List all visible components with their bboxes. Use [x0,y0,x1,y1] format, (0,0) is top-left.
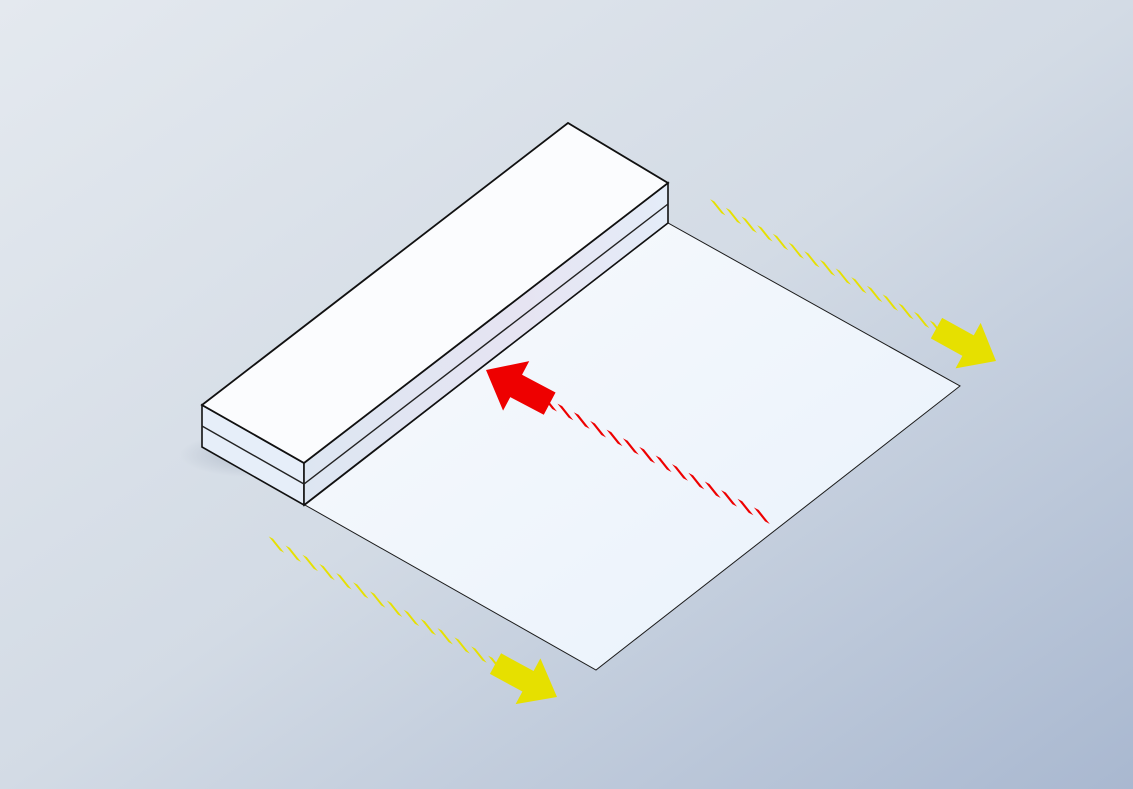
arrow-dash [471,646,487,663]
arrow-dash [753,507,770,524]
arrow-dash [835,268,852,285]
arrow-dash [302,554,318,572]
arrow-dash [573,412,590,429]
arrow-layer [268,199,996,705]
arrow-dash [557,403,574,421]
arrow-dash [772,233,789,251]
arrow-dash [741,216,757,233]
arrow-dash [655,455,672,473]
arrow-dash [882,294,899,311]
arrow-dash [725,207,742,225]
arrow-dash [622,438,639,455]
arrow-dash [898,303,914,320]
arrow-dash [403,609,420,627]
arrow-dash [285,545,302,562]
arrow-dash [369,591,386,608]
arrow-dash [737,498,754,516]
arrow-dash [804,251,820,268]
arrow-dash [704,481,721,499]
arrow-dash [590,420,607,438]
block-layer-line [201,203,669,485]
arrow-dash [454,637,470,654]
arrow-red-middle [486,361,770,524]
arrow-dash [788,242,804,259]
arrow-head [486,361,556,415]
arrow-dash [757,225,773,242]
arrow-head [489,653,557,705]
arrow-dash [606,429,623,447]
arrow-dash [353,582,369,599]
arrow-dash [721,490,738,507]
arrow-yellow-upper [710,199,996,369]
arrow-head [930,317,996,369]
block-top-face [200,121,670,465]
arrow-dash [913,311,930,329]
arrow-dash [851,277,867,294]
arrow-dash [710,199,726,216]
arrow-dash [319,563,335,581]
arrow-dash [336,573,352,590]
arrow-dash [639,446,656,464]
arrow-dash [866,285,883,303]
arrow-dash [819,259,836,277]
arrow-dash [420,618,437,636]
arrow-dash [671,464,688,481]
arrow-dash [268,536,285,553]
arrow-dash [688,472,705,490]
arrow-dash [437,628,453,645]
arrow-yellow-lower [268,536,557,705]
arrow-dash [386,600,403,617]
